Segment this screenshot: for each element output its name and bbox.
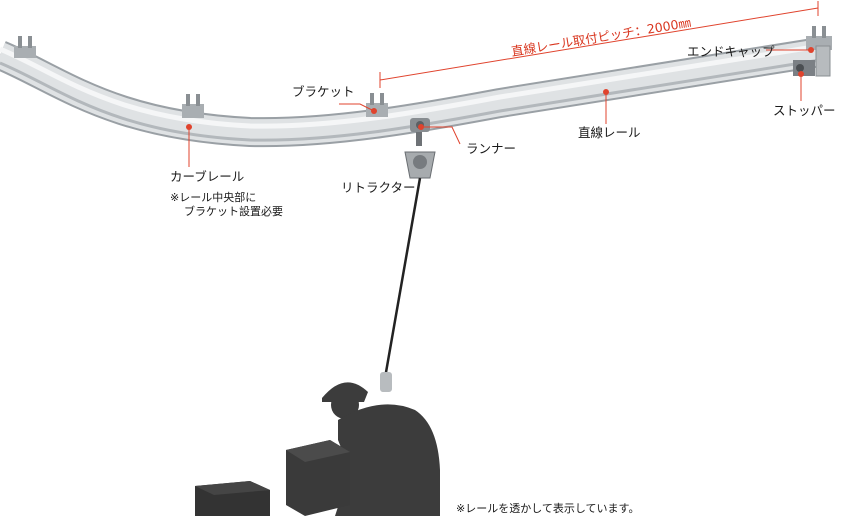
- end-cap: [815, 45, 831, 77]
- stopper-label: ストッパー: [773, 103, 836, 118]
- end-cap-label: エンドキャップ: [687, 44, 775, 59]
- curve-rail-label: カーブレール: [170, 169, 244, 184]
- retractor: [404, 132, 436, 179]
- curve-note-line2: ブラケット設置必要: [184, 204, 283, 218]
- retractor-label: リトラクター: [341, 180, 416, 195]
- bracket-curve: [182, 94, 204, 118]
- pitch-label: 直線レール取付ピッチ：2000㎜: [510, 15, 692, 59]
- box-floor: [195, 481, 270, 516]
- bracket-label: ブラケット: [292, 84, 355, 99]
- callouts: [186, 47, 814, 167]
- footnote: ※レールを透かして表示しています。: [456, 501, 639, 515]
- bracket-mid: [366, 93, 388, 117]
- runner-label: ランナー: [466, 141, 516, 156]
- stopper: [793, 60, 815, 76]
- curve-note-line1: ※レール中央部に: [170, 190, 256, 204]
- box-front: [286, 440, 350, 516]
- lanyard-hook: [380, 372, 392, 392]
- straight-rail-label: 直線レール: [578, 125, 641, 140]
- bracket-left: [14, 36, 36, 58]
- lanyard: [383, 177, 422, 379]
- rail: [0, 37, 823, 148]
